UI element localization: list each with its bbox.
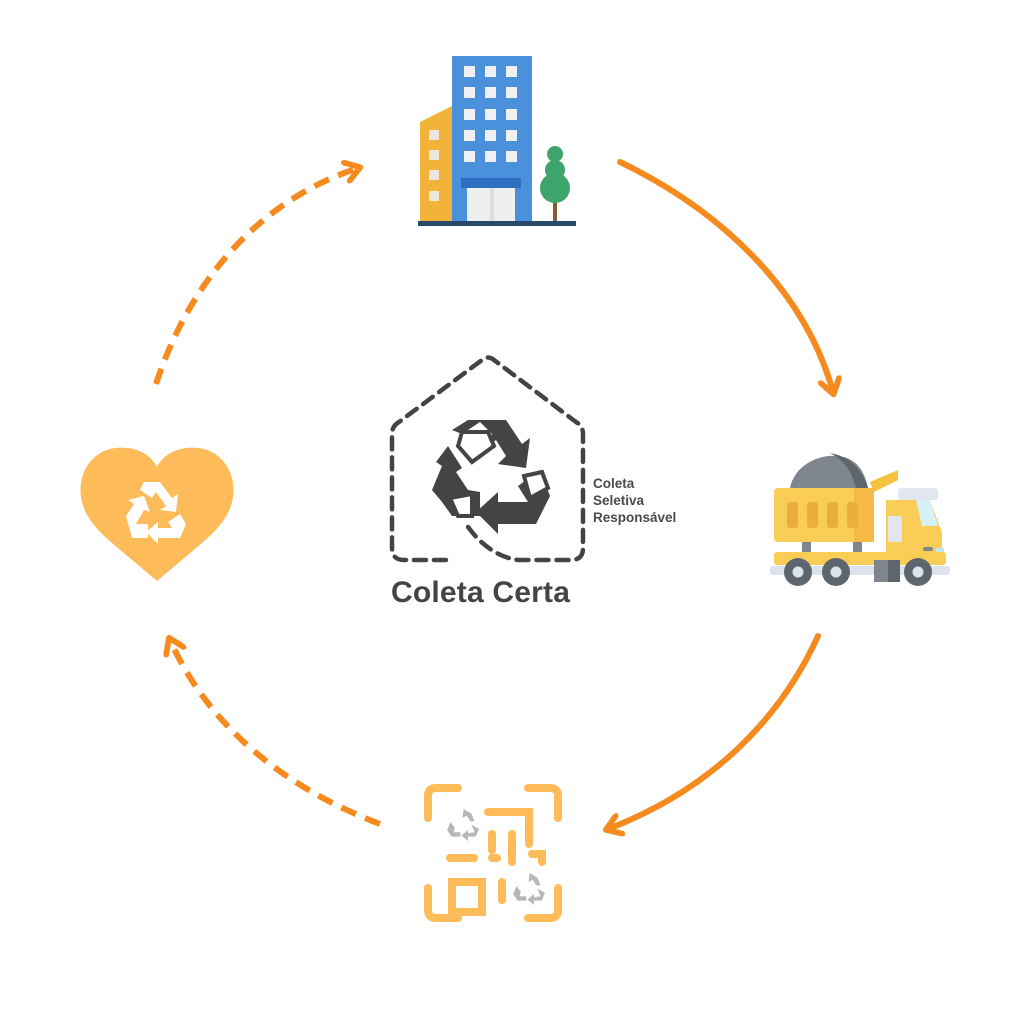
node-qr xyxy=(422,782,564,924)
recycle-heart-icon xyxy=(80,447,234,581)
office-building-icon xyxy=(418,56,576,226)
dump-truck-icon xyxy=(770,453,950,586)
logo-tagline: Coleta Seletiva Responsável xyxy=(593,475,676,526)
logo-title: Coleta Certa xyxy=(391,576,571,609)
tagline-line: Responsável xyxy=(593,510,677,525)
tagline-line: Seletiva xyxy=(593,493,645,508)
house-outline xyxy=(389,355,586,563)
arrow-qr-to-heart xyxy=(170,640,382,827)
node-truck xyxy=(770,450,950,586)
recycle-house-icon xyxy=(389,355,586,563)
node-building xyxy=(418,54,578,230)
arrow-heart-to-building xyxy=(153,168,358,385)
recycle-qr-code-icon xyxy=(424,784,562,922)
node-heart xyxy=(78,443,236,583)
recycle-symbol xyxy=(432,420,551,534)
tagline-line: Coleta xyxy=(593,476,635,491)
center-logo xyxy=(386,352,696,617)
arrow-truck-to-qr xyxy=(608,633,821,829)
arrow-building-to-truck xyxy=(617,159,833,392)
